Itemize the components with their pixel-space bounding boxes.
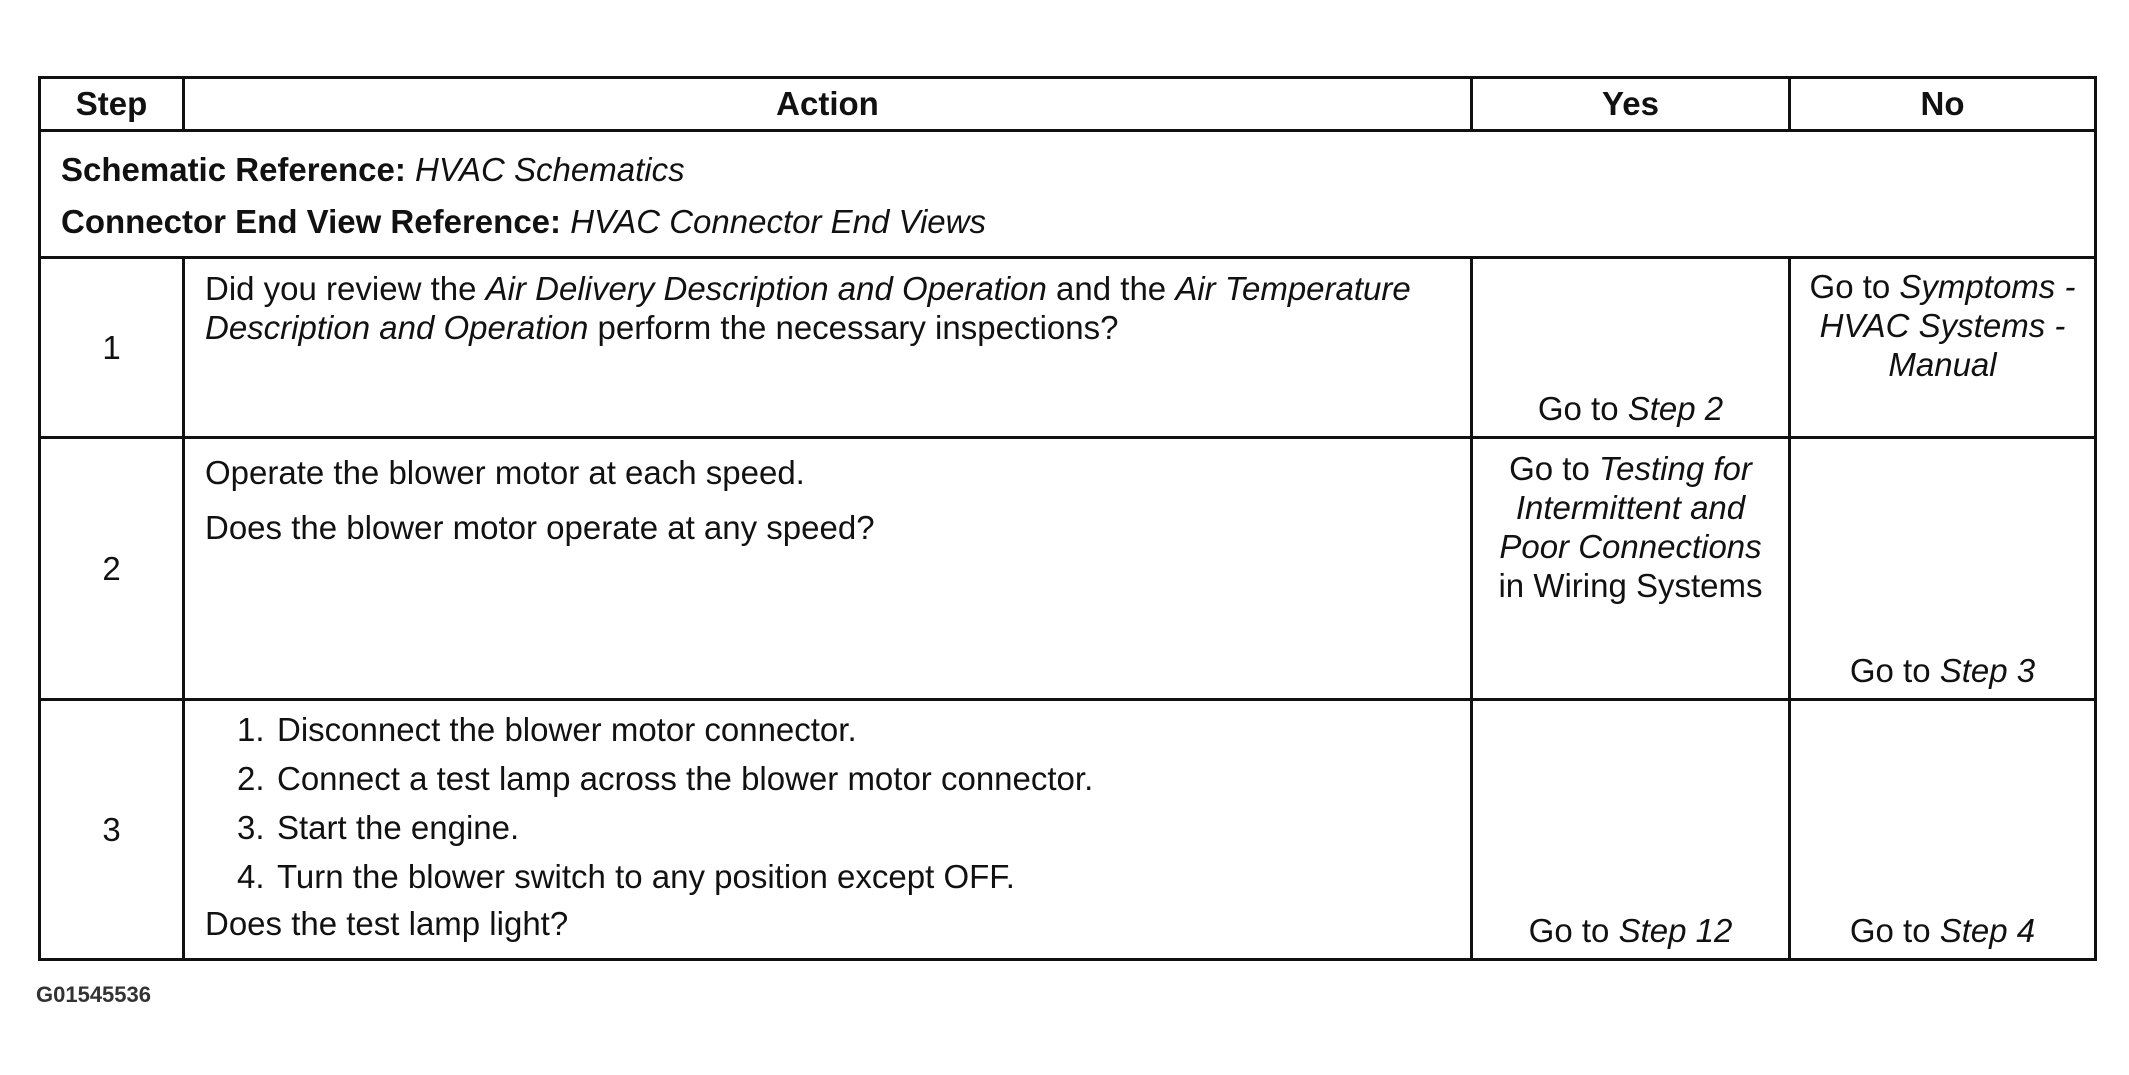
yes-prefix: Go to — [1537, 390, 1628, 427]
yes-cell: Go to Step 2 — [1470, 256, 1791, 439]
air-temperature-link[interactable]: Air Temperature Description and Operatio… — [205, 270, 1411, 346]
schematic-reference-label: Schematic Reference: — [61, 151, 406, 188]
step-number: 3 — [38, 698, 185, 961]
no-link[interactable]: Symptoms - HVAC Systems - Manual — [1819, 268, 2076, 383]
action-text: Operate the blower motor at each speed. — [205, 454, 805, 491]
list-number: 3. — [237, 809, 265, 846]
connector-reference-link[interactable]: HVAC Connector End Views — [570, 203, 986, 240]
connector-reference-label: Connector End View Reference: — [61, 203, 562, 240]
no-link[interactable]: Step 4 — [1939, 912, 2036, 949]
schematic-reference-link[interactable]: HVAC Schematics — [415, 151, 685, 188]
yes-prefix: Go to — [1509, 450, 1599, 487]
action-cell: Did you review the Air Delivery Descript… — [182, 256, 1473, 439]
step-number: 2 — [38, 436, 185, 701]
no-cell: Go to Step 3 — [1788, 436, 2097, 701]
action-text: and the — [1046, 270, 1176, 307]
no-cell: Go to Symptoms - HVAC Systems - Manual — [1788, 256, 2097, 439]
list-text: Connect a test lamp across the blower mo… — [277, 760, 1094, 797]
yes-prefix: Go to — [1528, 912, 1619, 949]
action-text: perform the necessary inspections? — [588, 309, 1119, 346]
yes-link[interactable]: Step 12 — [1618, 912, 1733, 949]
list-item: 2. Connect a test lamp across the blower … — [205, 754, 1452, 803]
header-yes: Yes — [1470, 76, 1791, 132]
list-number: 2. — [237, 760, 265, 797]
instruction-list: 1. Disconnect the blower motor connector.… — [205, 705, 1452, 901]
header-action: Action — [182, 76, 1473, 132]
table-row: 2 Operate the blower motor at each speed… — [38, 436, 2097, 701]
list-text: Turn the blower switch to any position e… — [277, 858, 1015, 895]
list-number: 4. — [237, 858, 265, 895]
references-cell: Schematic Reference: HVAC Schematics Con… — [38, 129, 2097, 259]
list-item: 1. Disconnect the blower motor connector. — [205, 705, 1452, 754]
no-prefix: Go to — [1849, 652, 1940, 689]
table-row: 1 Did you review the Air Delivery Descri… — [38, 256, 2097, 439]
no-link[interactable]: Step 3 — [1939, 652, 2036, 689]
header-no: No — [1788, 76, 2097, 132]
no-prefix: Go to — [1849, 912, 1940, 949]
figure-id: G01545536 — [36, 982, 151, 1007]
list-number: 1. — [237, 711, 265, 748]
header-step: Step — [38, 76, 185, 132]
list-text: Disconnect the blower motor connector. — [277, 711, 857, 748]
diagnostic-table: Step Action Yes No Schematic Reference: … — [38, 76, 2097, 961]
list-item: 4. Turn the blower switch to any position… — [205, 852, 1452, 901]
yes-link[interactable]: Step 2 — [1627, 390, 1724, 427]
table-row: 3 1. Disconnect the blower motor connecto… — [38, 698, 2097, 961]
references-row: Schematic Reference: HVAC Schematics Con… — [38, 129, 2097, 259]
yes-link[interactable]: Testing for Intermittent and Poor Connec… — [1499, 450, 1762, 565]
yes-cell: Go to Testing for Intermittent and Poor … — [1470, 436, 1791, 701]
air-delivery-link[interactable]: Air Delivery Description and Operation — [485, 270, 1047, 307]
list-item: 3. Start the engine. — [205, 803, 1452, 852]
action-cell: Operate the blower motor at each speed. … — [182, 436, 1473, 701]
no-cell: Go to Step 4 — [1788, 698, 2097, 961]
no-prefix: Go to — [1809, 268, 1900, 305]
yes-cell: Go to Step 12 — [1470, 698, 1791, 961]
schematic-reference: Schematic Reference: HVAC Schematics — [61, 144, 2074, 196]
action-question: Does the blower motor operate at any spe… — [205, 509, 875, 546]
connector-reference: Connector End View Reference: HVAC Conne… — [61, 196, 2074, 248]
action-text: Did you review the — [205, 270, 486, 307]
action-question: Does the test lamp light? — [205, 905, 569, 942]
action-cell: 1. Disconnect the blower motor connector.… — [182, 698, 1473, 961]
step-number: 1 — [38, 256, 185, 439]
yes-suffix: in Wiring Systems — [1498, 567, 1763, 604]
header-row: Step Action Yes No — [38, 76, 2097, 132]
list-text: Start the engine. — [277, 809, 520, 846]
